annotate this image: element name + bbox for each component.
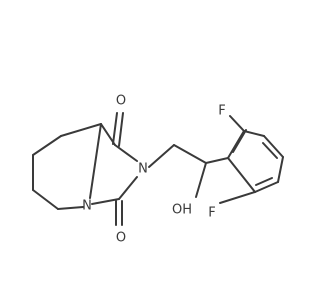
structure-svg: O N N O OH F F: [32, 94, 284, 246]
bond-ch2-choh: [173, 144, 207, 164]
bond-c3-n4: [91, 198, 120, 205]
bond-c1-o-a: [112, 112, 118, 145]
bond-ph-4: [277, 156, 284, 183]
bond-ring-4: [32, 189, 59, 210]
atom-o-top: O: [116, 94, 126, 109]
bond-ring-1: [60, 123, 102, 137]
atom-o-bottom: O: [116, 231, 126, 246]
bond-ring-2: [32, 135, 62, 156]
bond-c1-n2: [114, 144, 138, 162]
fluoro-substituents: [219, 115, 256, 204]
side-chain: [148, 144, 229, 198]
bond-choh-aryl: [205, 157, 229, 164]
bond-ph-1: [227, 130, 245, 159]
bond-ph-3-inner: [262, 142, 278, 159]
bond-ph-2: [243, 130, 265, 137]
bond-ph-5-inner: [255, 177, 273, 186]
bond-ph-3: [263, 135, 284, 158]
atom-oh: OH: [172, 203, 192, 218]
bond-ring-5: [57, 206, 84, 210]
bond-choh-oh: [195, 162, 207, 198]
carbonyls: [112, 112, 124, 226]
bond-ph-6: [227, 157, 256, 193]
phenyl-ring: [227, 129, 284, 193]
atom-f-top: F: [218, 104, 225, 119]
atom-n-left: N: [82, 199, 92, 214]
bond-c1-o-b: [118, 112, 124, 147]
bond-n2-c3: [118, 176, 138, 200]
molecule-diagram: O N N O OH F F: [32, 93, 284, 246]
imidazolidine-ring: [89, 123, 138, 205]
bond-ph-5: [254, 181, 279, 193]
piperidine-ring: [32, 123, 102, 210]
bond-n2-ch2: [148, 144, 175, 168]
bond-c8a-n4: [89, 123, 102, 199]
bond-ph-f-bottom: [219, 191, 256, 204]
atom-n-right: N: [138, 162, 148, 177]
atom-f-bottom: F: [208, 206, 215, 221]
bond-ph-1-inner: [232, 129, 247, 153]
bond-ph-f-top: [229, 115, 245, 132]
